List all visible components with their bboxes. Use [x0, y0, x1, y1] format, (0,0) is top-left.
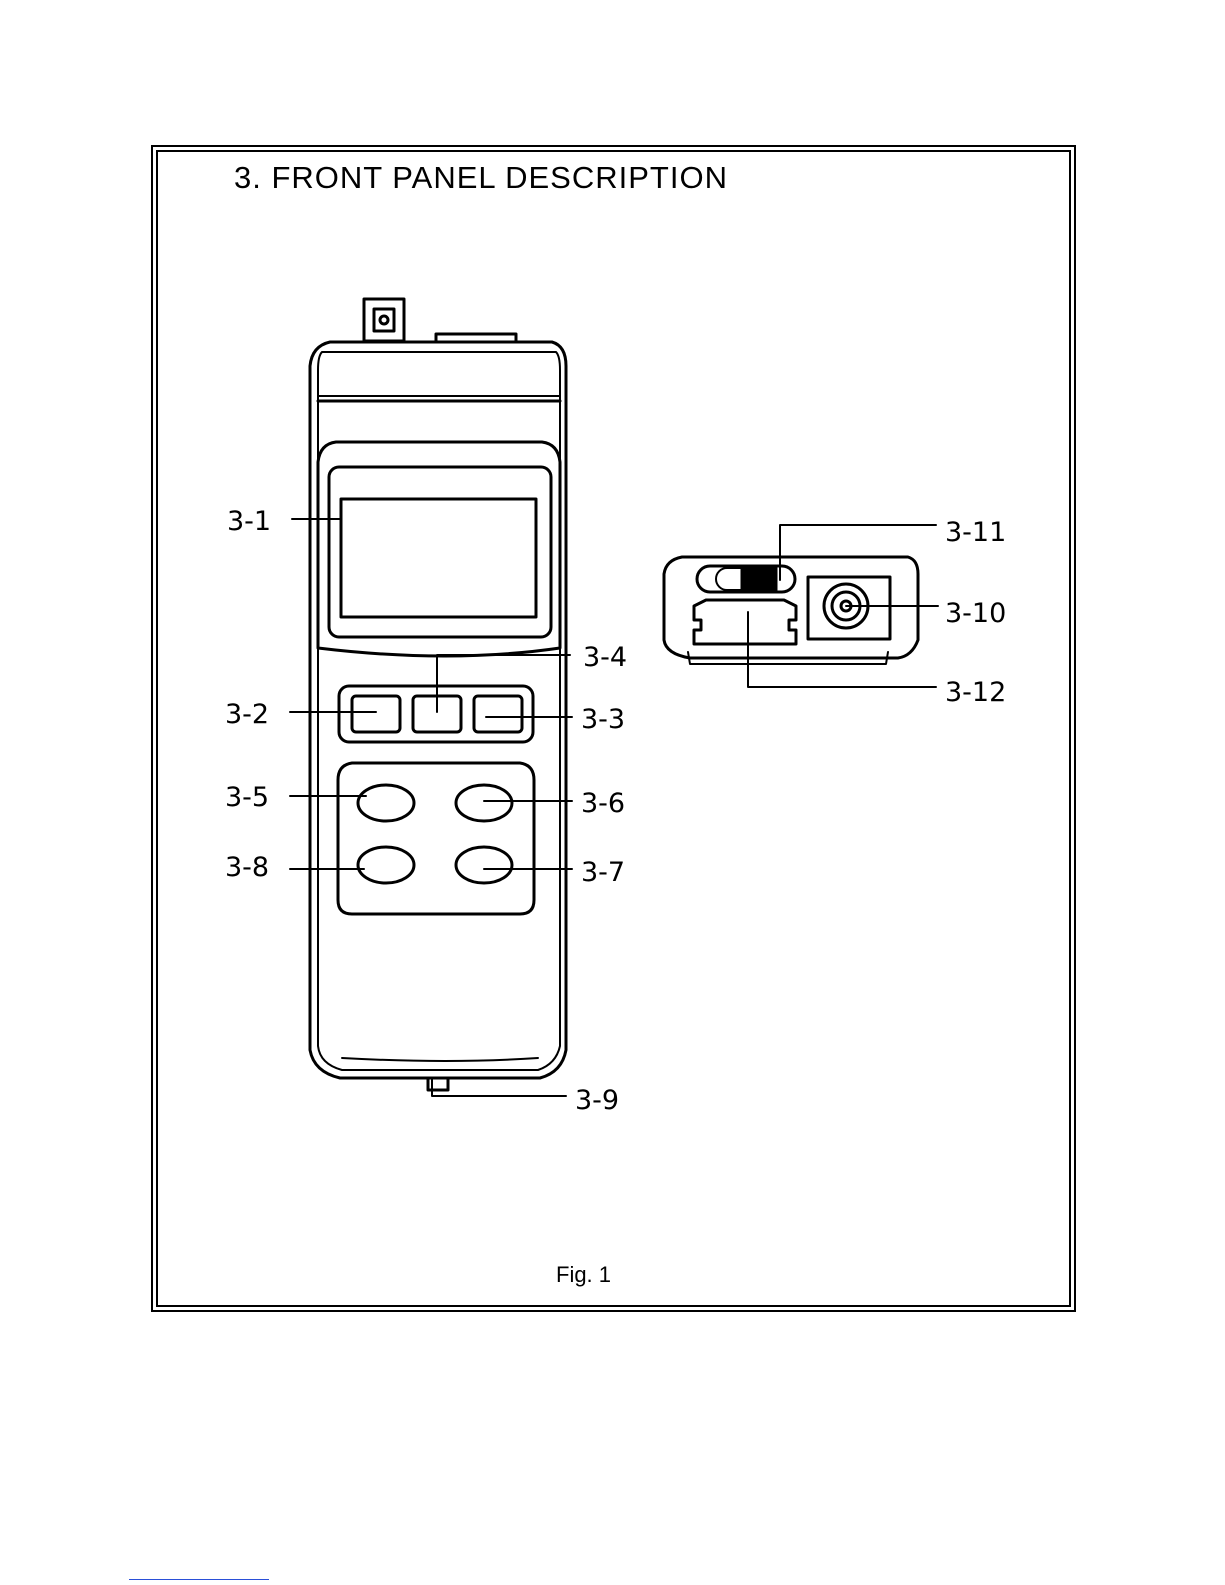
- callout-3-12: 3-12: [945, 677, 1006, 708]
- top-connector: [364, 299, 404, 341]
- callout-3-3: 3-3: [581, 704, 625, 735]
- socket-recess: [694, 600, 796, 644]
- key-3-3[interactable]: [474, 696, 522, 732]
- callout-3-8: 3-8: [225, 852, 269, 883]
- key-3-8[interactable]: [358, 847, 414, 883]
- callout-3-11: 3-11: [945, 517, 1006, 548]
- large-key-panel: [338, 763, 534, 914]
- callout-3-9: 3-9: [575, 1085, 619, 1116]
- callout-3-1: 3-1: [227, 506, 271, 537]
- callout-3-5: 3-5: [225, 782, 269, 813]
- key-3-2[interactable]: [352, 696, 400, 732]
- display-frame: [329, 467, 551, 637]
- callout-3-6: 3-6: [581, 788, 625, 819]
- lcd-window: [341, 499, 536, 617]
- key-3-5[interactable]: [358, 785, 414, 821]
- callout-3-4: 3-4: [583, 642, 627, 673]
- display-bezel: [318, 442, 560, 656]
- figure-caption: Fig. 1: [556, 1262, 611, 1288]
- meter-end-view: [664, 557, 918, 664]
- key-3-6[interactable]: [456, 785, 512, 821]
- callout-3-7: 3-7: [581, 857, 625, 888]
- key-3-7[interactable]: [456, 847, 512, 883]
- footnote-rule: [129, 1579, 269, 1580]
- callout-3-2: 3-2: [225, 699, 269, 730]
- callout-3-10: 3-10: [945, 598, 1006, 629]
